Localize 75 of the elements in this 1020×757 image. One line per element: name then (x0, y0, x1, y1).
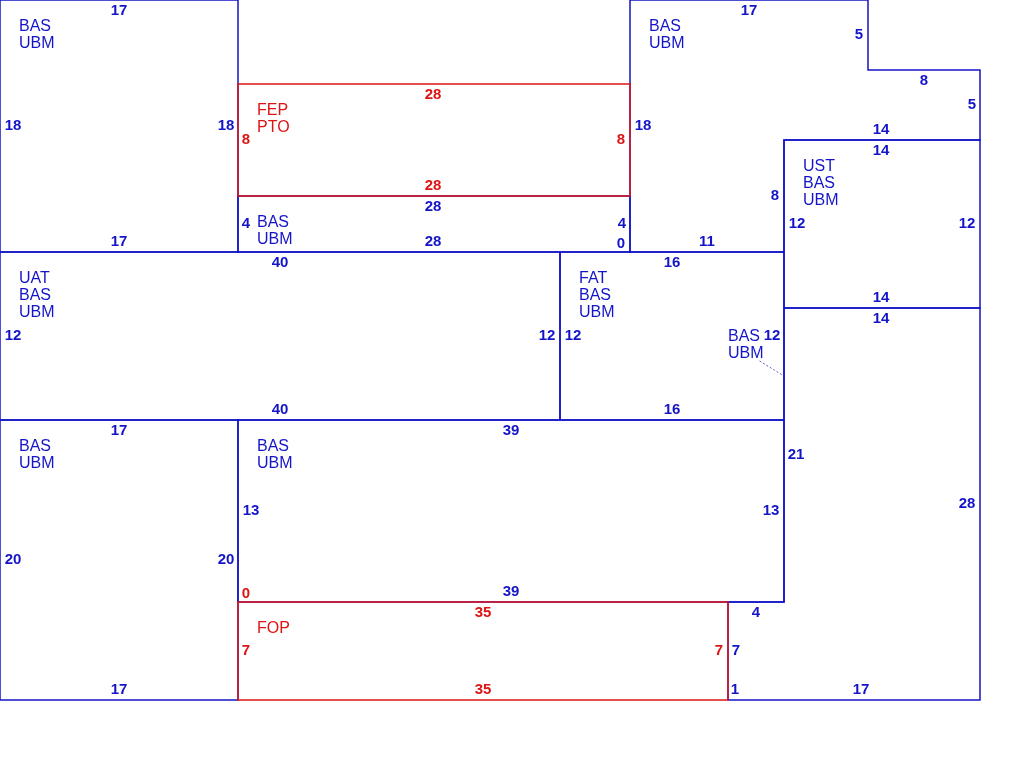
dimension-label: 12 (958, 215, 976, 231)
dimension-label: 12 (763, 327, 781, 343)
dimension-label: 18 (634, 117, 652, 133)
dimension-label: 17 (852, 681, 870, 697)
room-outline (560, 252, 784, 420)
dimension-label: 0 (616, 235, 626, 251)
room-code: BAS UBM (19, 17, 55, 51)
room-outline (238, 602, 728, 700)
room-code: UAT BAS UBM (19, 269, 55, 320)
dimension-label: 20 (217, 551, 235, 567)
dimension-label: 7 (241, 642, 251, 658)
leader-line (759, 360, 785, 377)
dimension-label: 28 (958, 495, 976, 511)
dimension-label: 14 (872, 121, 890, 137)
room-code: FAT BAS UBM (579, 269, 615, 320)
room-outline (238, 84, 630, 196)
room-code: BAS UBM (257, 213, 293, 247)
dimension-label: 14 (872, 142, 890, 158)
dimension-label: 0 (241, 585, 251, 601)
dimension-label: 5 (854, 26, 864, 42)
dimension-label: 20 (4, 551, 22, 567)
dimension-label: 18 (4, 117, 22, 133)
dimension-label: 35 (474, 604, 492, 620)
dimension-label: 17 (110, 681, 128, 697)
dimension-label: 28 (424, 177, 442, 193)
dimension-label: 40 (271, 401, 289, 417)
room-outline (784, 140, 980, 308)
room-code: BAS UBM (728, 327, 764, 361)
room-code: BAS UBM (257, 437, 293, 471)
dimension-label: 17 (740, 2, 758, 18)
dimension-label: 39 (502, 422, 520, 438)
dimension-label: 1 (730, 681, 740, 697)
dimension-label: 8 (241, 131, 251, 147)
dimension-label: 14 (872, 289, 890, 305)
dimension-label: 4 (617, 215, 627, 231)
dimension-label: 7 (714, 642, 724, 658)
dimension-label: 8 (770, 187, 780, 203)
dimension-label: 40 (271, 254, 289, 270)
room-code: FOP (257, 619, 290, 636)
dimension-label: 7 (731, 642, 741, 658)
room-code: BAS UBM (649, 17, 685, 51)
dimension-label: 4 (241, 215, 251, 231)
room-code: UST BAS UBM (803, 157, 839, 208)
dimension-label: 12 (564, 327, 582, 343)
dimension-label: 12 (788, 215, 806, 231)
room-outline (728, 308, 980, 700)
dimension-label: 35 (474, 681, 492, 697)
dimension-label: 28 (424, 198, 442, 214)
dimension-label: 39 (502, 583, 520, 599)
dimension-label: 8 (919, 72, 929, 88)
room-outline (238, 196, 630, 252)
dimension-label: 17 (110, 233, 128, 249)
dimension-label: 13 (762, 502, 780, 518)
dimension-label: 17 (110, 422, 128, 438)
dimension-label: 28 (424, 86, 442, 102)
room-code: BAS UBM (19, 437, 55, 471)
dimension-label: 14 (872, 310, 890, 326)
dimension-label: 12 (538, 327, 556, 343)
room-outline (238, 420, 784, 602)
room-outline (0, 0, 238, 252)
dimension-label: 21 (787, 446, 805, 462)
dimension-label: 5 (967, 96, 977, 112)
dimension-label: 11 (699, 233, 715, 249)
dimension-label: 16 (663, 254, 681, 270)
room-code: FEP PTO (257, 101, 290, 135)
dimension-label: 17 (110, 2, 128, 18)
dimension-label: 18 (217, 117, 235, 133)
dimension-label: 4 (751, 604, 761, 620)
room-outline (0, 252, 560, 420)
dimension-label: 28 (424, 233, 442, 249)
room-outline (0, 420, 238, 700)
dimension-label: 16 (663, 401, 681, 417)
dimension-label: 13 (242, 502, 260, 518)
dimension-label: 8 (616, 131, 626, 147)
dimension-label: 12 (4, 327, 22, 343)
